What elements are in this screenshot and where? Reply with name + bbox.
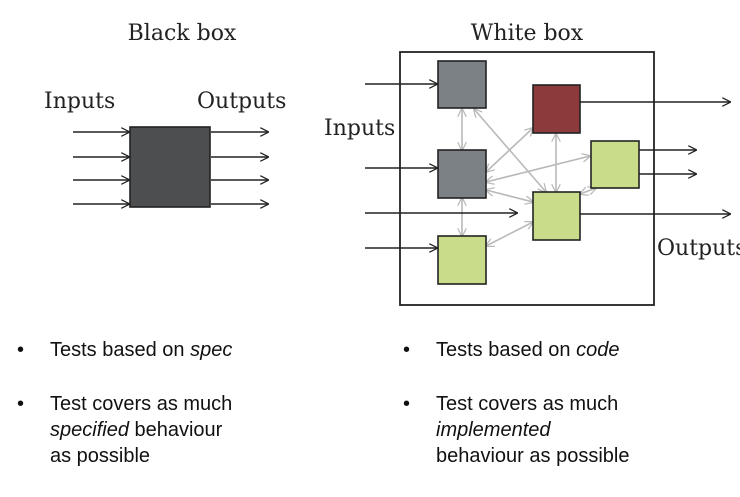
node-green-center: [532, 191, 581, 241]
node-green-bottom: [437, 235, 487, 285]
white-box-bullets: Tests based on code Test covers as much …: [403, 337, 738, 497]
bullet-emphasis: specified: [50, 419, 129, 441]
bullet-line: Test covers as much: [436, 393, 619, 415]
bullet-emphasis: code: [576, 339, 620, 361]
black-box-output-arrows: [211, 132, 268, 204]
node-gray-middle: [437, 149, 487, 199]
connector-e-f: [580, 188, 596, 194]
white-box-title: White box: [471, 21, 584, 46]
diagram: Black box Inputs Outputs White box Input…: [44, 21, 740, 306]
bullet-text: Tests based on: [50, 339, 191, 361]
node-green-right: [590, 140, 640, 189]
bullet-tests-based-on-spec: Tests based on spec: [17, 337, 317, 363]
black-box-bullets: Tests based on spec Test covers as much …: [17, 337, 317, 497]
white-box-outputs-label: Outputs: [657, 236, 740, 261]
white-box-inputs-label: Inputs: [324, 116, 395, 141]
black-box-title: Black box: [128, 21, 237, 46]
bullet-emphasis: spec: [190, 339, 233, 361]
bullet-specified-behaviour: Test covers as much specified behaviour …: [17, 391, 317, 469]
bullet-text: Tests based on: [436, 339, 577, 361]
bullet-line: Test covers as much: [50, 393, 233, 415]
internal-connectors: [462, 109, 596, 246]
connector-b-e: [486, 190, 533, 202]
bullet-tests-based-on-code: Tests based on code: [403, 337, 738, 363]
bullet-implemented-behaviour: Test covers as much implemented behaviou…: [403, 391, 738, 469]
bullet-emphasis: implemented: [436, 419, 551, 441]
connector-c-e: [486, 222, 533, 246]
internal-nodes: [437, 60, 640, 285]
bullet-line: implemented: [436, 417, 738, 443]
white-box-input-arrows: [365, 84, 517, 248]
white-box-diagram: White box Inputs Outputs: [324, 21, 740, 306]
node-red: [532, 84, 581, 134]
white-box-output-arrows: [580, 102, 730, 214]
black-box-outputs-label: Outputs: [197, 89, 286, 114]
black-box-input-arrows: [73, 132, 129, 204]
black-box-inputs-label: Inputs: [44, 89, 115, 114]
node-gray-top: [437, 60, 487, 109]
black-box-diagram: Black box Inputs Outputs: [44, 21, 286, 207]
bullet-line: as possible: [50, 445, 151, 467]
bullet-line: behaviour as possible: [436, 445, 630, 467]
bullet-line: specified behaviour: [50, 417, 317, 443]
black-box: [129, 126, 211, 208]
connector-b-f: [486, 156, 590, 182]
bullet-text: behaviour: [128, 419, 223, 441]
